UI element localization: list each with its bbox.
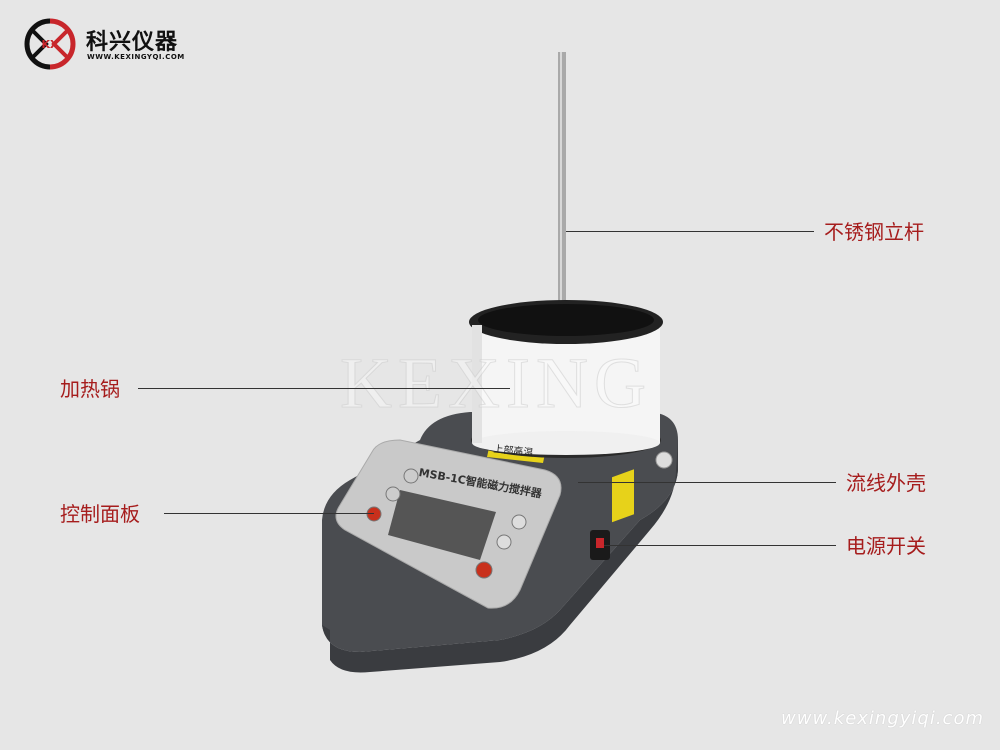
brand-url: WWW.KEXINGYQI.COM: [87, 53, 185, 61]
display-screen: [388, 490, 496, 560]
brand-name: 科兴仪器: [86, 30, 179, 55]
callout-line-rod: [566, 231, 814, 232]
callout-housing: 流线外壳: [846, 471, 926, 495]
callout-panel: 控制面板: [60, 502, 140, 526]
callout-line-pot: [138, 388, 510, 389]
watermark: KEXING: [340, 343, 652, 424]
brand-logo-icon: KX: [24, 18, 76, 70]
callout-line-switch: [604, 545, 836, 546]
callout-pot: 加热锅: [60, 377, 120, 401]
svg-text:KX: KX: [41, 38, 59, 51]
heating-pot: [472, 325, 660, 443]
callout-switch: 电源开关: [846, 534, 926, 558]
callout-line-panel: [164, 513, 374, 514]
footer-url: www.kexingyiqi.com: [781, 708, 984, 729]
callout-rod: 不锈钢立杆: [824, 220, 924, 244]
callout-line-housing: [578, 482, 836, 483]
